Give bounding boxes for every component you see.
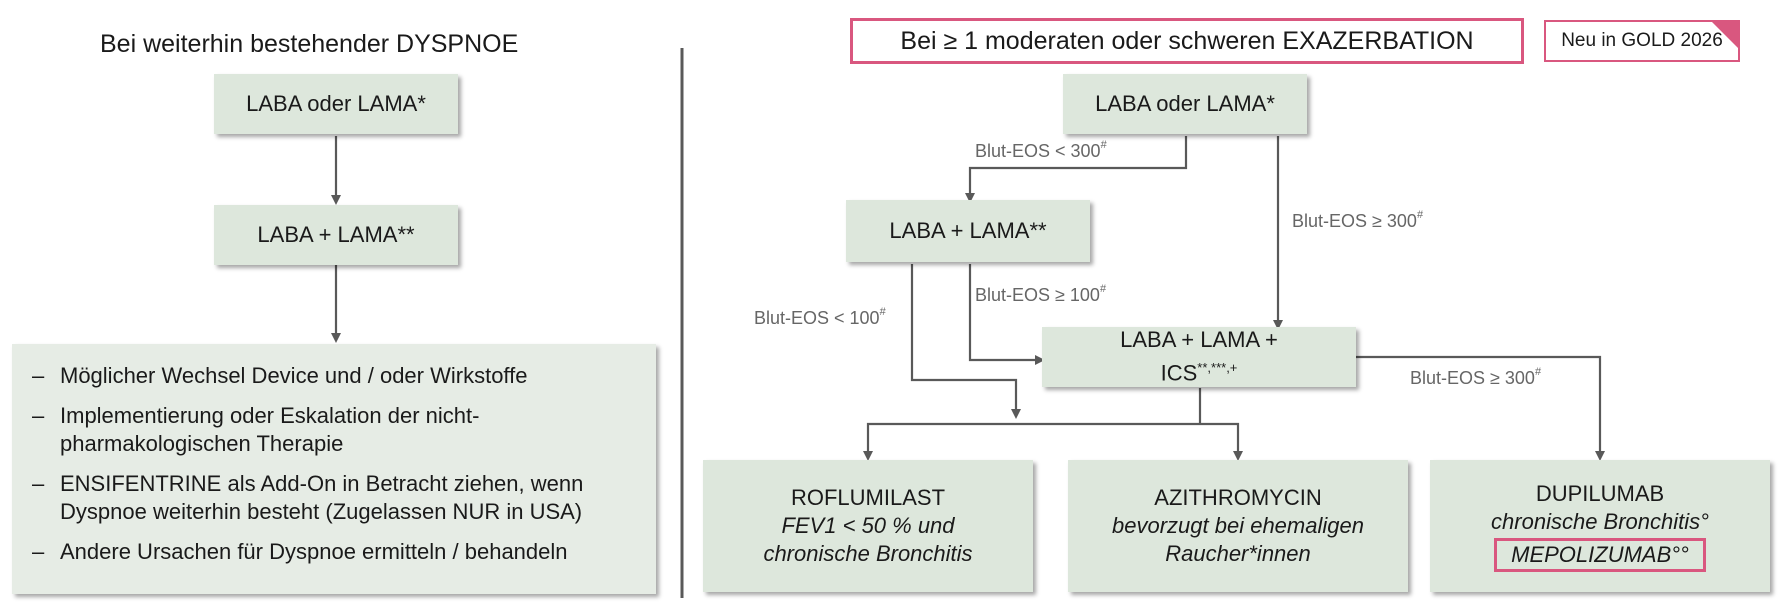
- list-item-text: ENSIFENTRINE als Add-On in Betracht zieh…: [60, 471, 584, 524]
- right-heading: Bei ≥ 1 moderaten oder schweren EXAZERBA…: [900, 26, 1474, 55]
- arrow-box1-box2: [965, 136, 1188, 203]
- box-azithromycin: AZITHROMYCIN bevorzugt bei ehemaligen Ra…: [1068, 460, 1408, 592]
- list-item-text: Andere Ursachen für Dyspnoe ermitteln / …: [60, 539, 568, 564]
- box3-line2-wrap: ICS**,***,+: [1161, 354, 1238, 387]
- box3-superscript: **,***,+: [1197, 360, 1238, 376]
- new-in-gold-badge: Neu in GOLD 2026: [1544, 20, 1740, 62]
- box-dupilumab: DUPILUMAB chronische Bronchitis° MEPOLIZ…: [1430, 460, 1770, 592]
- left-heading: Bei weiterhin bestehender DYSPNOE: [100, 30, 519, 58]
- arrow-box2-box3: [968, 264, 1045, 365]
- box3-line1: LABA + LAMA +: [1120, 327, 1278, 353]
- azithromycin-line1: bevorzugt bei ehemaligen: [1112, 513, 1364, 538]
- dupilumab-line1: chronische Bronchitis°: [1491, 509, 1709, 534]
- hash-mark: #: [1099, 283, 1107, 295]
- label-eos-ge-300-top: Blut-EOS ≥ 300#: [1292, 209, 1424, 232]
- right-box-laba-lama: LABA + LAMA**: [846, 200, 1090, 262]
- hash-mark: #: [879, 306, 886, 318]
- list-dash: –: [32, 471, 45, 496]
- list-dash: –: [32, 403, 45, 428]
- box-roflumilast: ROFLUMILAST FEV1 < 50 % und chronische B…: [703, 460, 1033, 592]
- list-dash: –: [32, 539, 45, 564]
- roflumilast-line1: FEV1 < 50 % und: [781, 513, 955, 538]
- label-text: Blut-EOS ≥ 300: [1292, 211, 1417, 231]
- label-eos-lt-300: Blut-EOS < 300#: [975, 139, 1107, 162]
- list-item: – Andere Ursachen für Dyspnoe ermitteln …: [32, 538, 636, 566]
- label-eos-ge-300-right: Blut-EOS ≥ 300#: [1410, 366, 1542, 389]
- hash-mark: #: [1534, 366, 1542, 378]
- left-box-laba-or-lama: LABA oder LAMA*: [214, 74, 458, 134]
- box3-line2: ICS: [1160, 360, 1198, 386]
- arrow-to-roflumilast: [863, 422, 1200, 461]
- list-item: – ENSIFENTRINE als Add-On in Betracht zi…: [32, 470, 636, 526]
- label-text: Blut-EOS < 300: [975, 141, 1101, 161]
- azithromycin-title: AZITHROMYCIN: [1154, 485, 1322, 510]
- azithromycin-line2: Raucher*innen: [1165, 541, 1311, 566]
- hash-mark: #: [1100, 139, 1107, 151]
- roflumilast-line2: chronische Bronchitis: [763, 541, 973, 566]
- badge-corner-flag: [1712, 22, 1738, 48]
- right-heading-box: Bei ≥ 1 moderaten oder schweren EXAZERBA…: [850, 18, 1524, 64]
- label-text: Blut-EOS ≥ 100: [975, 285, 1100, 305]
- label-eos-ge-100: Blut-EOS ≥ 100#: [975, 283, 1107, 306]
- left-recommendation-list: – Möglicher Wechsel Device und / oder Wi…: [12, 344, 656, 594]
- arrow-to-dupilumab: [1356, 355, 1605, 461]
- list-dash: –: [32, 363, 45, 388]
- list-item-text: Implementierung oder Eskalation der nich…: [60, 403, 480, 456]
- label-text: Blut-EOS < 100: [754, 308, 880, 328]
- right-box-laba-or-lama: LABA oder LAMA*: [1063, 74, 1307, 134]
- label-text: Blut-EOS ≥ 300: [1410, 368, 1535, 388]
- right-box-laba-lama-ics: LABA + LAMA + ICS**,***,+: [1042, 327, 1356, 387]
- list-item: – Möglicher Wechsel Device und / oder Wi…: [32, 362, 636, 390]
- arrow-box2-split: [910, 264, 1021, 419]
- arrow-to-azithromycin: [1200, 422, 1243, 461]
- mepolizumab-highlight: MEPOLIZUMAB°°: [1494, 538, 1706, 572]
- badge-text: Neu in GOLD 2026: [1561, 30, 1723, 51]
- dupilumab-title: DUPILUMAB: [1535, 481, 1665, 506]
- roflumilast-title: ROFLUMILAST: [790, 485, 946, 510]
- list-item-text: Möglicher Wechsel Device und / oder Wirk…: [60, 363, 528, 388]
- list-item: – Implementierung oder Eskalation der ni…: [32, 402, 636, 458]
- left-box-laba-lama: LABA + LAMA**: [214, 205, 458, 265]
- hash-mark: #: [1416, 209, 1424, 221]
- label-eos-lt-100: Blut-EOS < 100#: [754, 306, 886, 329]
